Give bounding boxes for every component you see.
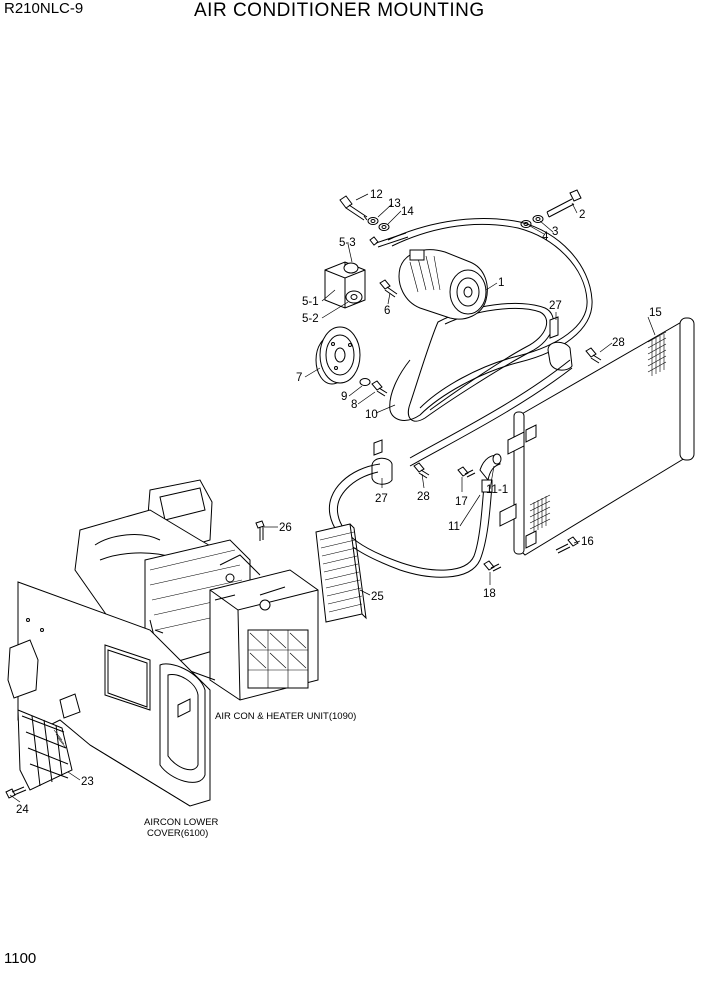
callout-5-3: 5-3 [339, 237, 356, 249]
bolt-28-lower-drawing [413, 462, 430, 479]
compressor-1-drawing [398, 249, 488, 320]
washer-14-drawing [378, 223, 390, 231]
bolt-5-3-drawing [369, 232, 409, 248]
callout-12: 12 [370, 189, 383, 201]
callout-26: 26 [279, 522, 292, 534]
bolt-16-drawing [555, 536, 579, 554]
callout-6: 6 [384, 305, 390, 317]
callout-18: 18 [483, 588, 496, 600]
callout-11: 11 [448, 521, 460, 533]
aircon-heater-unit-drawing [74, 479, 319, 701]
callout-9: 9 [341, 391, 347, 403]
callout-1: 1 [498, 277, 504, 289]
bolt-17-drawing [457, 466, 476, 478]
callout-28-upper: 28 [612, 337, 625, 349]
washer-9-drawing [359, 378, 371, 386]
callout-2: 2 [579, 209, 585, 221]
callout-10: 10 [365, 409, 378, 421]
compressor-bracket-5-1-drawing [324, 261, 366, 309]
screw-26-drawing [255, 520, 265, 541]
condenser-15-drawing [499, 317, 695, 556]
bolt-12-drawing [339, 195, 368, 221]
screw-24-drawing [5, 786, 27, 799]
clamp-27-upper-drawing [409, 316, 573, 467]
bolt-18-drawing [483, 560, 502, 572]
page-title: AIR CONDITIONER MOUNTING [194, 0, 485, 21]
bolt-2-drawing [546, 189, 582, 218]
callout-5-1: 5-1 [302, 296, 319, 308]
model-code: R210NLC-9 [4, 0, 84, 17]
callout-3: 3 [552, 226, 558, 238]
note-aircon-lower-cover-line2: COVER(6100) [147, 828, 208, 839]
callout-4: 4 [542, 231, 549, 243]
callout-8: 8 [351, 399, 357, 411]
callout-27-upper: 27 [549, 300, 562, 312]
callout-25: 25 [371, 591, 384, 603]
callout-7: 7 [296, 372, 302, 384]
washer-3-drawing [532, 215, 544, 223]
page-number: 1100 [4, 950, 37, 967]
note-aircon-lower-cover-line1: AIRCON LOWER [144, 817, 219, 828]
washer-13-drawing [367, 217, 379, 225]
callout-5-2: 5-2 [302, 313, 319, 325]
filter-25-drawing [315, 523, 367, 623]
pulley-7-drawing [315, 326, 361, 385]
callout-13: 13 [388, 198, 401, 210]
callout-17: 17 [455, 496, 468, 508]
bolt-8-drawing [371, 380, 388, 397]
callout-11-1: 11-1 [486, 484, 508, 496]
o-ring-11-1-drawing [492, 453, 502, 465]
aircon-lower-cover-drawing [7, 581, 211, 807]
leader-lines [9, 193, 656, 803]
bolt-6-drawing [379, 279, 398, 298]
note-aircon-heater-unit: AIR CON & HEATER UNIT(1090) [215, 711, 356, 722]
callout-15: 15 [649, 307, 662, 319]
bolt-28-upper-drawing [585, 347, 602, 364]
callout-28-lower: 28 [417, 491, 430, 503]
callout-23: 23 [81, 776, 94, 788]
callout-16: 16 [581, 536, 594, 548]
v-belt-10-drawing [387, 217, 593, 422]
callout-14: 14 [401, 206, 414, 218]
grille-23-drawing [17, 709, 73, 791]
clamp-27-lower-drawing [371, 439, 393, 485]
callout-24: 24 [16, 804, 29, 816]
callout-27-lower: 27 [375, 493, 388, 505]
